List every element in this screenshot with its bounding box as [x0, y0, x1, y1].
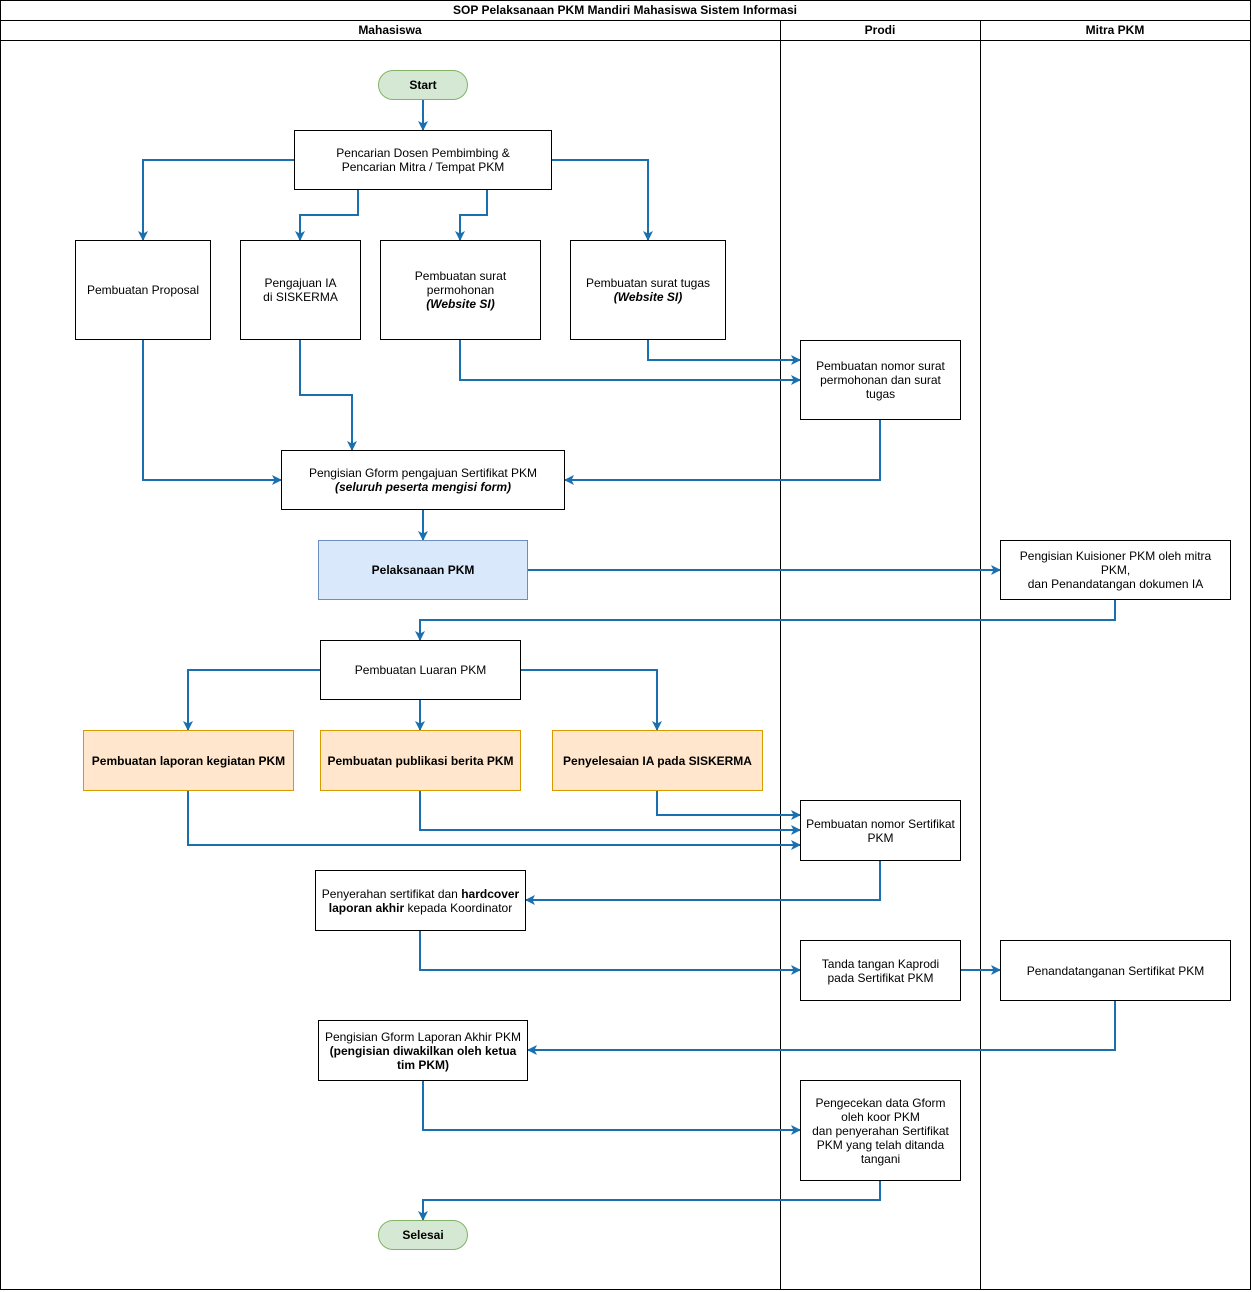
arrow-pengajuan-ia-to-gform-pengajuan: [299, 340, 357, 451]
node-nomor-sertifikat[interactable]: Pembuatan nomor Sertifikat PKM: [800, 800, 961, 861]
node-gform-laporan-line-1: Pengisian Gform Laporan Akhir PKM: [324, 1029, 522, 1044]
diagram-title: SOP Pelaksanaan PKM Mandiri Mahasiswa Si…: [453, 3, 797, 17]
node-ttd-kaprodi[interactable]: Tanda tangan Kaprodi pada Sertifikat PKM: [800, 940, 961, 1001]
node-surat-permohonan-line-3: (Website SI): [426, 297, 495, 311]
node-pengecekan-line-3: dan penyerahan Sertifikat: [812, 1123, 949, 1138]
node-nomor-surat-line-1: Pembuatan nomor surat: [816, 359, 945, 373]
node-penandatanganan-label: Penandatanganan Sertifikat PKM: [1026, 963, 1205, 978]
node-pembuatan-luaran[interactable]: Pembuatan Luaran PKM: [320, 640, 521, 700]
node-publikasi-berita[interactable]: Pembuatan publikasi berita PKM: [320, 730, 521, 791]
node-pelaksanaan-pkm-label: Pelaksanaan PKM: [371, 563, 475, 577]
node-kuisioner-line-2: dan Penandatangan dokumen IA: [1027, 577, 1204, 591]
node-gform-pengajuan-line-2: (seluruh peserta mengisi form): [334, 480, 512, 494]
lane-header-mahasiswa: Mahasiswa: [358, 23, 422, 37]
node-pengecekan-line-4: PKM yang telah ditanda: [816, 1137, 945, 1152]
start-node[interactable]: Start: [378, 70, 468, 100]
arrow-pengecekan-to-selesai: [418, 1180, 881, 1221]
node-penyelesaian-ia[interactable]: Penyelesaian IA pada SISKERMA: [552, 730, 763, 791]
node-gform-laporan-line-2: (pengisian diwakilkan oleh ketua: [329, 1043, 517, 1058]
node-surat-permohonan-line-1: Pembuatan surat: [414, 269, 507, 283]
arrow-luaran-to-penyelesaian-ia: [520, 669, 662, 731]
node-pencarian-line-1: Pencarian Dosen Pembimbing &: [336, 146, 510, 160]
arrow-nomor-sertifikat-to-penyerahan: [525, 860, 881, 905]
node-gform-laporan-akhir[interactable]: Pengisian Gform Laporan Akhir PKM (pengi…: [318, 1020, 528, 1081]
node-pengecekan-line-5: tangani: [860, 1151, 901, 1166]
arrow-surat-tugas-to-nomor-surat: [647, 340, 801, 365]
node-pembuatan-proposal[interactable]: Pembuatan Proposal: [75, 240, 211, 340]
arrow-kuisioner-to-luaran: [415, 600, 1116, 641]
node-surat-tugas[interactable]: Pembuatan surat tugas (Website SI): [570, 240, 726, 340]
arrow-penyerahan-to-ttd-kaprodi: [419, 930, 801, 975]
lane-header-prodi: Prodi: [864, 23, 896, 37]
arrow-laporan-to-nomor-sertifikat: [187, 790, 801, 850]
node-pembuatan-proposal-label: Pembuatan Proposal: [86, 283, 200, 297]
node-pengecekan-line-2: oleh koor PKM: [841, 1109, 920, 1124]
penyerahan-text-1a: Penyerahan sertifikat dan: [321, 886, 462, 901]
arrow-nomor-surat-to-gform-pengajuan: [564, 420, 881, 485]
node-penyerahan-sertifikat[interactable]: Penyerahan sertifikat dan hardcover lapo…: [315, 870, 526, 931]
arrow-pencarian-to-surat-tugas: [552, 159, 653, 241]
node-gform-pengajuan-line-1: Pengisian Gform pengajuan Sertifikat PKM: [308, 466, 538, 480]
node-ttd-kaprodi-line-2: pada Sertifikat PKM: [827, 970, 934, 985]
node-penyerahan-line-1: Penyerahan sertifikat dan hardcover: [322, 887, 519, 901]
node-penyerahan-line-2: laporan akhir kepada Koordinator: [329, 901, 512, 915]
node-gform-laporan-line-3: tim PKM): [397, 1057, 449, 1072]
start-label: Start: [409, 78, 437, 92]
penyerahan-text-2a: laporan akhir: [328, 900, 405, 915]
node-surat-permohonan-line-2: permohonan: [426, 283, 495, 297]
node-nomor-sertifikat-line-2: PKM: [867, 830, 894, 845]
node-nomor-sertifikat-line-1: Pembuatan nomor Sertifikat: [806, 816, 955, 831]
node-laporan-kegiatan-label: Pembuatan laporan kegiatan PKM: [91, 753, 286, 768]
end-node[interactable]: Selesai: [378, 1220, 468, 1250]
arrow-surat-permohonan-to-nomor-surat: [459, 340, 801, 385]
end-label: Selesai: [402, 1228, 444, 1242]
node-pengajuan-ia-line-1: Pengajuan IA: [264, 276, 337, 290]
node-pelaksanaan-pkm[interactable]: Pelaksanaan PKM: [318, 540, 528, 600]
node-pencarian-line-2: Pencarian Mitra / Tempat PKM: [341, 160, 505, 174]
node-pengecekan-line-1: Pengecekan data Gform: [815, 1095, 946, 1110]
arrow-luaran-to-laporan: [183, 669, 320, 731]
arrow-gform-laporan-to-pengecekan: [422, 1080, 801, 1135]
node-surat-tugas-line-2: (Website SI): [613, 290, 683, 304]
node-nomor-surat[interactable]: Pembuatan nomor surat permohonan dan sur…: [800, 340, 961, 420]
node-penandatanganan-sertifikat[interactable]: Penandatanganan Sertifikat PKM: [1000, 940, 1231, 1001]
lane-header-mitra-pkm: Mitra PKM: [1085, 23, 1145, 37]
node-pengajuan-ia-line-2: di SISKERMA: [263, 290, 338, 304]
node-nomor-surat-line-2: permohonan dan surat tugas: [820, 373, 941, 401]
node-pengajuan-ia[interactable]: Pengajuan IA di SISKERMA: [240, 240, 361, 340]
arrow-pencarian-to-proposal: [138, 159, 294, 241]
arrow-pencarian-to-surat-permohonan: [455, 190, 488, 241]
node-pencarian[interactable]: Pencarian Dosen Pembimbing & Pencarian M…: [294, 130, 552, 190]
node-ttd-kaprodi-line-1: Tanda tangan Kaprodi: [821, 956, 940, 971]
penyerahan-text-2b: kepada Koordinator: [404, 900, 513, 915]
connectors: [138, 100, 1116, 1221]
node-kuisioner[interactable]: Pengisian Kuisioner PKM oleh mitra PKM, …: [1000, 540, 1231, 600]
node-kuisioner-line-1: Pengisian Kuisioner PKM oleh mitra PKM,: [1019, 549, 1212, 577]
arrow-penyelesaian-ia-to-nomor-sertifikat: [656, 790, 801, 820]
arrow-pencarian-to-pengajuan-ia: [295, 190, 359, 241]
penyerahan-text-1b: hardcover: [461, 886, 520, 901]
node-pembuatan-luaran-label: Pembuatan Luaran PKM: [354, 663, 487, 677]
node-surat-tugas-line-1: Pembuatan surat tugas: [585, 276, 711, 290]
arrow-publikasi-to-nomor-sertifikat: [419, 790, 801, 835]
node-surat-permohonan[interactable]: Pembuatan surat permohonan (Website SI): [380, 240, 541, 340]
arrow-penandatanganan-to-gform-laporan: [527, 1000, 1116, 1055]
node-penyelesaian-ia-label: Penyelesaian IA pada SISKERMA: [563, 753, 752, 768]
node-publikasi-berita-label: Pembuatan publikasi berita PKM: [327, 753, 514, 768]
node-gform-pengajuan[interactable]: Pengisian Gform pengajuan Sertifikat PKM…: [281, 450, 565, 510]
node-pengecekan-gform[interactable]: Pengecekan data Gform oleh koor PKM dan …: [800, 1080, 961, 1181]
arrow-proposal-to-gform-pengajuan: [142, 340, 282, 485]
node-laporan-kegiatan[interactable]: Pembuatan laporan kegiatan PKM: [83, 730, 294, 791]
